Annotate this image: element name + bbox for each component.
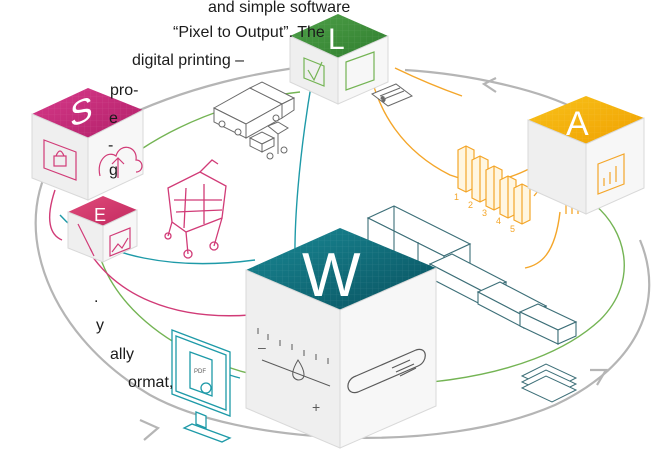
ink-plus-glyph: +	[312, 399, 320, 415]
bar-number-2: 2	[468, 200, 473, 210]
paper-stack-icon	[520, 363, 578, 403]
image-icon	[109, 227, 131, 257]
checkbox-icon	[303, 57, 325, 87]
text-line-6: -	[108, 137, 114, 154]
bar-number-5: 5	[510, 224, 515, 234]
text-line-1: and simple software	[208, 0, 351, 16]
text-line-9: y	[96, 317, 104, 334]
document-icon: $	[371, 83, 413, 107]
ring-arrowheads	[139, 77, 608, 441]
bar-number-3: 3	[482, 208, 487, 218]
pdf-label: PDF	[194, 369, 206, 375]
monitor-icon	[171, 329, 232, 443]
bar-chart-icon	[457, 145, 531, 225]
truck-icon	[212, 81, 296, 139]
bar-number-4: 4	[496, 216, 501, 226]
lock-icon	[43, 139, 77, 181]
text-line-3: digital printing –	[132, 52, 245, 69]
cube-s: S	[31, 88, 144, 201]
cart-icon	[164, 159, 227, 259]
cube-l: L	[289, 14, 389, 105]
text-line-4: pro-	[110, 82, 139, 99]
bar-chart-numbers: 1 2 3 4 5	[454, 192, 515, 234]
brush-icon	[77, 223, 95, 257]
cloud-icon	[98, 146, 143, 178]
cube-a: A	[527, 96, 645, 215]
monitor-small-icon	[345, 51, 375, 91]
ink-gauge-icon	[257, 328, 331, 387]
text-line-2: “Pixel to Output”. The	[173, 24, 325, 41]
svg-text:$: $	[380, 96, 386, 104]
chart-frame-icon	[597, 153, 625, 195]
forklift-icon	[248, 121, 289, 160]
cube-w: W	[245, 228, 437, 449]
text-line-10: ally	[110, 346, 135, 363]
cube-w-letter: W	[302, 241, 361, 310]
text-line-8: .	[94, 289, 99, 306]
cube-a-letter: A	[566, 105, 589, 143]
text-line-5: e	[109, 110, 118, 127]
cube-e: E	[67, 196, 138, 263]
text-line-7: g	[109, 162, 118, 179]
ink-minus-glyph: –	[258, 339, 266, 355]
text-line-11: ormat,	[128, 374, 174, 391]
toggle-icon	[347, 348, 426, 394]
printer-icon	[366, 205, 578, 345]
cube-l-letter: L	[328, 23, 345, 56]
cube-e-letter: E	[94, 205, 106, 225]
bar-number-1: 1	[454, 192, 459, 202]
cube-s-letter: S	[70, 89, 93, 136]
